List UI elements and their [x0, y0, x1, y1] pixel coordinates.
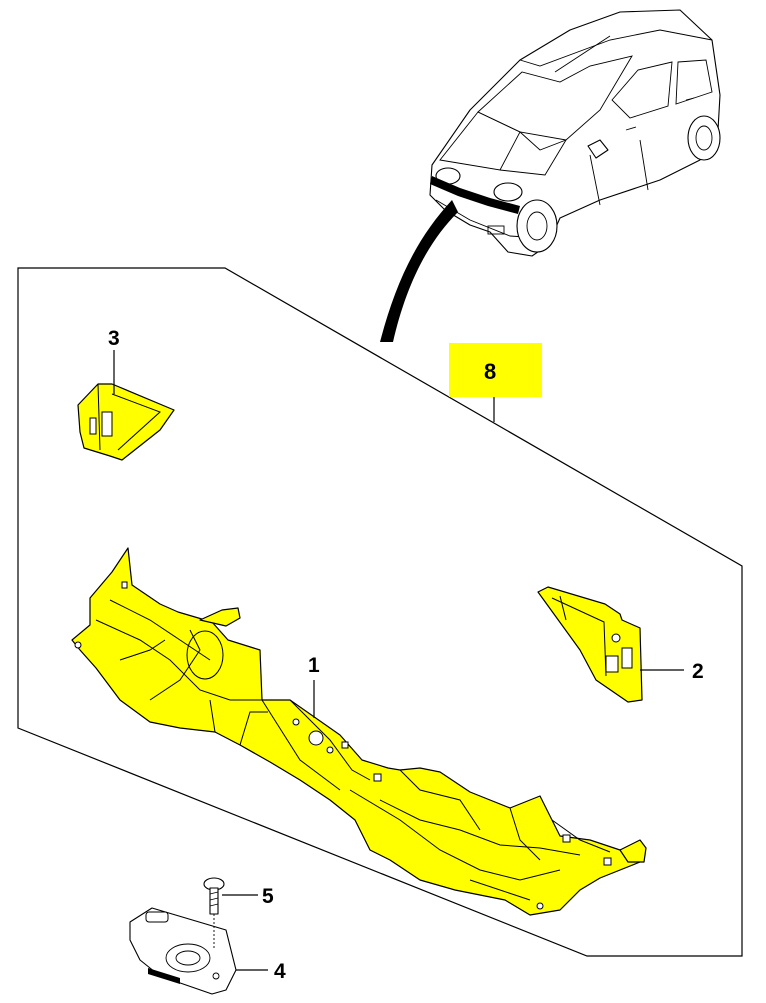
part-4-plate: 4: [129, 907, 286, 995]
callout-8: 8: [484, 359, 496, 384]
callout-4: 4: [274, 960, 286, 983]
part-2-bracket: 2: [537, 586, 704, 703]
assembly-frame: [17, 267, 743, 957]
pointer-arrow: [380, 200, 458, 342]
callout-3: 3: [108, 327, 120, 350]
callout-2: 2: [692, 660, 704, 683]
part-1-crossmember: 1: [71, 547, 647, 916]
car-illustration: [429, 9, 721, 257]
part-3-bracket: 3: [77, 327, 175, 461]
callout-5: 5: [262, 885, 274, 908]
callout-8-group: 8: [449, 343, 542, 422]
callout-1: 1: [308, 654, 320, 677]
highlight-box-8: [449, 343, 542, 397]
part-5-bolt: 5: [203, 877, 274, 948]
